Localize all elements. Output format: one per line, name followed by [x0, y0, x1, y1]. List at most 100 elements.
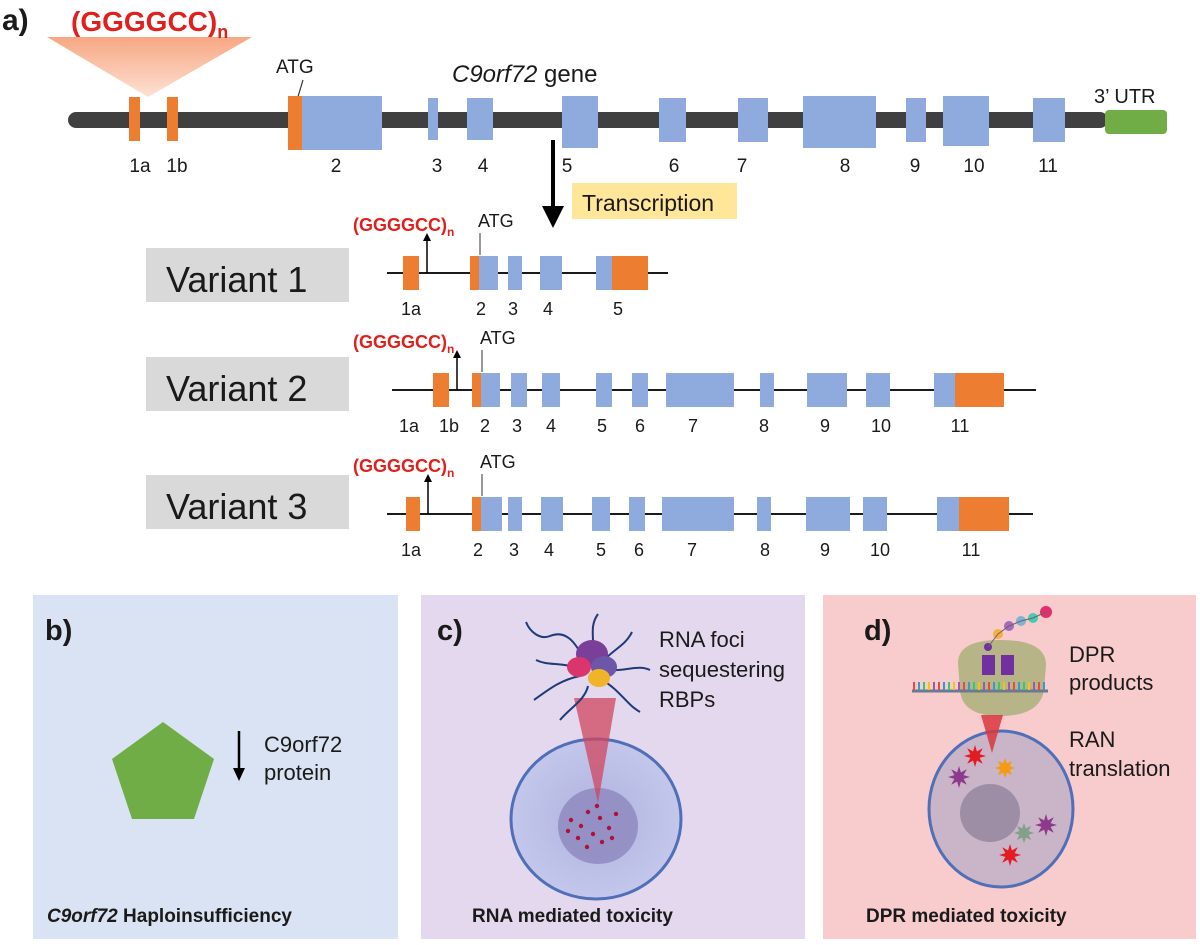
zoom-cone-d: [981, 715, 1003, 753]
variant-exon-label: 1a: [401, 540, 422, 560]
rna-focus-dot: [590, 831, 596, 837]
gene-exon-label: 1b: [166, 156, 187, 177]
variant-exon: [866, 373, 890, 407]
variant-exon: [807, 373, 847, 407]
variant-exon: [540, 256, 562, 290]
gene-exon-label: 2: [331, 156, 342, 177]
rna-focus-dot: [584, 844, 590, 850]
transcription-arrowhead: [542, 206, 564, 228]
gene-exon-label: 5: [562, 156, 573, 177]
variant-atg-label: ATG: [480, 328, 516, 348]
rna-focus-dot: [585, 809, 591, 815]
gene-exon: [428, 98, 438, 140]
variant-label: Variant 1: [166, 259, 307, 300]
down-arrowhead: [233, 768, 245, 781]
variant-exon-label: 7: [688, 416, 698, 436]
variant-exon: [760, 373, 774, 407]
variant-exon-label: 6: [634, 540, 644, 560]
panel-d-label: d): [864, 615, 891, 647]
rna-focus-dot: [575, 835, 581, 841]
rna-focus-dot: [597, 815, 603, 821]
panel-d-text2-line1: RAN: [1069, 727, 1115, 752]
rna-focus-dot: [594, 803, 600, 809]
variant-exon: [406, 497, 420, 531]
variant-label: Variant 2: [166, 368, 307, 409]
variant-exon-label: 8: [760, 540, 770, 560]
dpr-aggregates: [948, 745, 1057, 866]
variant-exon-label: 2: [476, 299, 486, 319]
variant-exon-label: 2: [480, 416, 490, 436]
gene-exon: [167, 97, 178, 141]
rna-focus-dot: [578, 823, 584, 829]
panel-d-caption: DPR mediated toxicity: [866, 906, 1067, 927]
repeat-label: (GGGGCC)n: [71, 6, 228, 42]
variant-exon: [934, 373, 955, 407]
repeat-expansion-wedge: [47, 37, 252, 97]
variant-exon: [403, 256, 419, 290]
transcription-label: Transcription: [582, 190, 714, 216]
rna-focus-dot: [565, 828, 571, 834]
gene-exon: [659, 98, 686, 142]
dpr-aggregate-icon: [948, 766, 970, 788]
gene-exon-label: 11: [1038, 156, 1058, 177]
panel-a-label: a): [2, 4, 29, 37]
tss-arrowhead: [423, 233, 431, 241]
mrna-strand: [912, 682, 1048, 693]
variant-repeat-label: (GGGGCC)n: [353, 456, 454, 480]
variant-exon-label: 11: [951, 416, 970, 436]
peptide-chain: [987, 611, 1047, 648]
protein-pentagon-icon: [112, 722, 214, 819]
utr-block: [1105, 110, 1167, 134]
variant-exon-label: 3: [512, 416, 522, 436]
rna-focus-dot: [568, 817, 574, 823]
gene-exon-label: 3: [432, 156, 443, 177]
panel-b-caption: C9orf72 Haploinsufficiency: [47, 906, 292, 927]
transcription-box: [572, 183, 737, 219]
rbp-yellow: [588, 669, 610, 687]
rna-focus-dot: [613, 811, 619, 817]
variant-label-box: [146, 475, 349, 529]
variant-exon-label: 4: [543, 299, 553, 319]
variant-exon: [757, 497, 771, 531]
variant-exon-label: 1a: [401, 299, 422, 319]
variant-exon: [937, 497, 959, 531]
variant-exon-label: 5: [596, 540, 606, 560]
variant-exon-label: 11: [962, 540, 981, 560]
panel-c-text-line1: RNA foci: [659, 627, 745, 652]
variant-exon-label: 7: [687, 540, 697, 560]
variant-label-box: [146, 357, 349, 411]
variant-exon-utr: [612, 256, 648, 290]
tss-arrowhead: [453, 350, 461, 358]
gene-exon-label: 4: [478, 156, 489, 177]
ribosome-icon: [958, 640, 1046, 716]
cell-nucleus-d: [960, 784, 1020, 842]
dpr-aggregate-icon: [999, 844, 1021, 866]
gene-exon: [562, 96, 598, 148]
dpr-aggregate-icon: [1035, 814, 1057, 836]
utr-label: 3’ UTR: [1094, 86, 1155, 108]
variant-exon-noncoding: [472, 497, 481, 531]
variant-exon-label: 9: [820, 416, 830, 436]
gene-exon: [288, 96, 382, 150]
trna-purple-2: [1001, 655, 1014, 675]
variant-exon-label: 4: [546, 416, 556, 436]
panel-c-text-line2: sequestering: [659, 657, 785, 682]
variant-exon-label: 5: [597, 416, 607, 436]
gene-exon: [1033, 98, 1065, 142]
gene-exon: [129, 97, 140, 141]
variant-exon-label: 8: [759, 416, 769, 436]
variant-exon-noncoding: [472, 373, 481, 407]
variant-exon: [508, 497, 522, 531]
variant-exon-label: 1b: [439, 416, 459, 436]
variant-exon: [863, 497, 887, 531]
rna-focus-dot: [606, 825, 612, 831]
gene-exon-label: 1a: [129, 156, 151, 177]
variant-label: Variant 3: [166, 486, 307, 527]
variant-exon-label: 6: [635, 416, 645, 436]
variant-exon: [508, 256, 522, 290]
gene-exon-noncoding: [288, 96, 302, 150]
